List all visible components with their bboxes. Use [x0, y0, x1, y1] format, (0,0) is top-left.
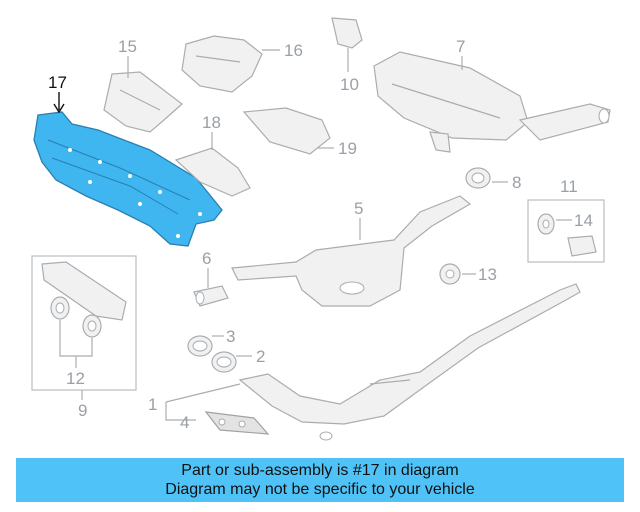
banner-line-1: Part or sub-assembly is #17 in diagram [181, 462, 459, 479]
front-pipe-1[interactable] [238, 283, 581, 441]
info-banner: Part or sub-assembly is #17 in diagram D… [16, 458, 624, 502]
callout-6[interactable]: 6 [202, 249, 211, 268]
heat-shield-17[interactable] [33, 111, 223, 247]
callout-17[interactable]: 17 [48, 73, 67, 92]
isolator-14[interactable] [537, 213, 597, 257]
callout-1[interactable]: 1 [148, 395, 157, 414]
exhaust-parts-diagram: 17 15 16 10 7 18 19 8 [31, 17, 611, 441]
callout-3[interactable]: 3 [226, 327, 235, 346]
callout-13[interactable]: 13 [478, 265, 497, 284]
callout-9[interactable]: 9 [78, 401, 87, 420]
callout-7[interactable]: 7 [456, 37, 465, 56]
isolator-13[interactable] [439, 263, 461, 285]
rear-muffler-7[interactable] [373, 51, 611, 153]
callout-12[interactable]: 12 [66, 369, 85, 388]
shield-19[interactable] [242, 107, 331, 155]
gasket-3[interactable] [187, 335, 213, 357]
bracket-12-assembly[interactable] [41, 261, 127, 338]
hanger-10[interactable] [331, 17, 363, 49]
banner-line-2: Diagram may not be specific to your vehi… [165, 481, 475, 498]
callout-5[interactable]: 5 [354, 199, 363, 218]
group-box-9 [31, 255, 137, 391]
clamp-6[interactable] [193, 285, 229, 307]
clamp-8[interactable] [465, 167, 491, 189]
shield-16[interactable] [181, 35, 263, 93]
gasket-2[interactable] [211, 351, 237, 373]
shield-15[interactable] [103, 71, 183, 133]
callout-10[interactable]: 10 [340, 75, 359, 94]
callout-15[interactable]: 15 [118, 37, 137, 56]
callout-19[interactable]: 19 [338, 139, 357, 158]
manifold-gasket-4[interactable] [204, 411, 270, 435]
group-box-11 [527, 199, 605, 263]
callout-11[interactable]: 11 [560, 177, 578, 196]
callout-4[interactable]: 4 [180, 413, 189, 432]
callout-2[interactable]: 2 [256, 347, 265, 366]
callout-8[interactable]: 8 [512, 173, 521, 192]
callout-18[interactable]: 18 [202, 113, 221, 132]
center-muffler-5[interactable] [231, 195, 472, 307]
callout-16[interactable]: 16 [284, 41, 303, 60]
callout-14[interactable]: 14 [574, 211, 593, 230]
arrow-17-icon [53, 103, 65, 114]
